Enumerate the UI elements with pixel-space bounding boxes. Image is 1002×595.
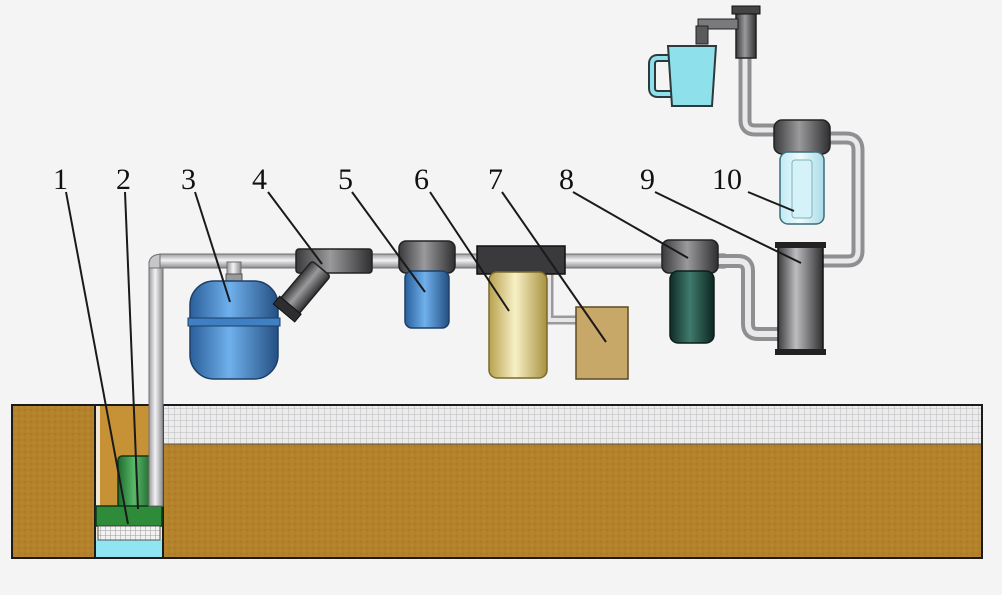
filter-5 [398, 240, 456, 329]
label-7: 7 [488, 163, 503, 196]
unit-9-top [775, 242, 826, 248]
pipe-9-10 [822, 131, 865, 268]
label-1: 1 [53, 163, 68, 196]
label-9: 9 [640, 163, 655, 196]
tank-body [189, 280, 279, 380]
label-10: 10 [712, 163, 742, 196]
faucet-icon [695, 5, 761, 59]
filter-8-cap [661, 239, 719, 274]
leader-lines [65, 191, 802, 525]
ground [11, 404, 983, 559]
filter-5-bowl [404, 270, 450, 329]
cup-icon [648, 45, 718, 107]
leader-4 [267, 191, 323, 265]
pump-base [95, 505, 163, 527]
pipe-9-10-inner [822, 135, 861, 264]
label-4: 4 [252, 163, 267, 196]
filter-10-cartridge [791, 159, 813, 219]
faucet-spout [697, 18, 739, 30]
gravel-layer [163, 406, 981, 444]
regeneration-box-7 [575, 306, 629, 380]
faucet-handle [731, 5, 761, 15]
label-8: 8 [559, 163, 574, 196]
label-6: 6 [414, 163, 429, 196]
leader-9 [654, 191, 802, 264]
filter-8 [661, 239, 719, 344]
leader-5 [351, 191, 426, 293]
leader-3 [194, 191, 231, 303]
faucet-body [735, 9, 757, 59]
leader-8 [572, 191, 689, 259]
unit-9-bottom [775, 349, 826, 355]
pressure-tank-icon [187, 273, 281, 380]
well-water [96, 540, 162, 557]
tank-6-body [488, 271, 548, 379]
cup-handle-inner [650, 56, 672, 96]
riser-pipe [148, 261, 164, 507]
pipe-10-faucet-inner [742, 30, 778, 133]
filter-10-cap [773, 119, 831, 155]
faucet-nozzle [695, 25, 709, 45]
leader-7 [501, 191, 607, 343]
softener-tank-6 [476, 245, 566, 379]
unit-9-body [777, 244, 824, 354]
filter-10 [773, 119, 831, 225]
pump-strainer [97, 525, 161, 541]
strainer-plug [272, 295, 302, 323]
leader-10 [747, 191, 795, 212]
loop-pipe-8-9-inner [718, 258, 780, 337]
uv-unit-9 [775, 242, 826, 355]
leader-6 [429, 191, 510, 312]
leader-1 [65, 191, 129, 525]
leader-2 [124, 191, 139, 510]
label-3: 3 [181, 163, 196, 196]
tank-seam [187, 317, 281, 327]
filter-8-bowl [669, 270, 715, 344]
cup-body [666, 45, 718, 107]
part-labels: 1 2 3 4 5 6 7 8 9 10 [53, 163, 742, 196]
branch-pipe-7-inner [547, 268, 584, 322]
label-2: 2 [116, 163, 131, 196]
tank-6-head [476, 245, 566, 275]
label-5: 5 [338, 163, 353, 196]
